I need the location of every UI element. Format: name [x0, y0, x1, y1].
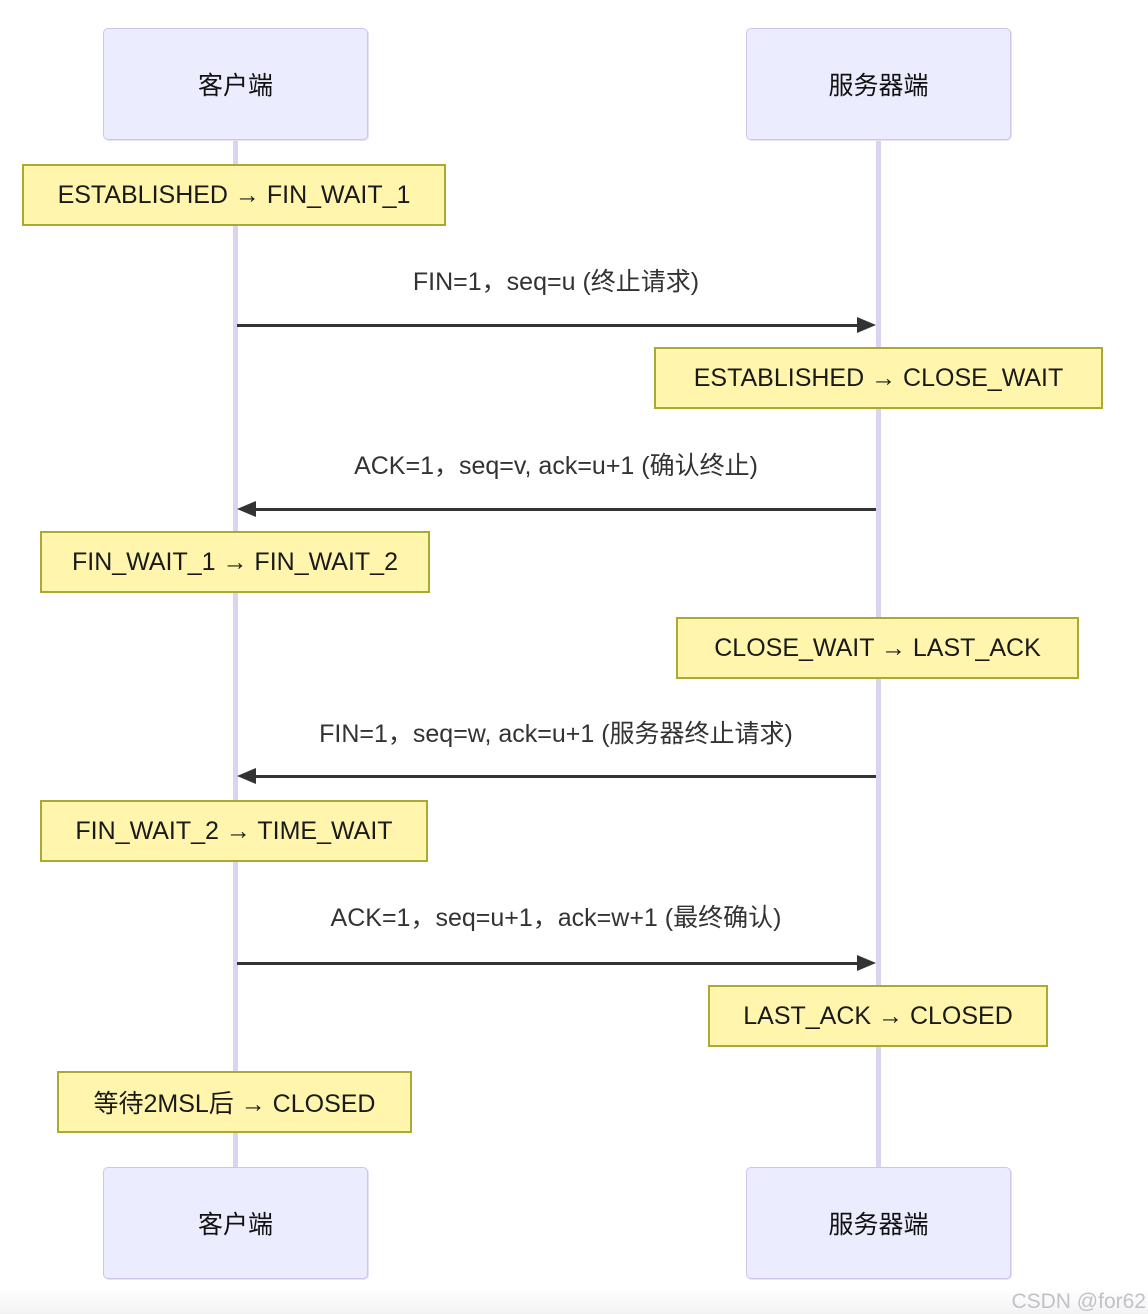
client-lifeline	[233, 140, 238, 1167]
actor-server-top-label: 服务器端	[828, 72, 929, 100]
note-text: ESTABLISHED → FIN_WAIT_1	[57, 180, 411, 209]
arrowhead-left-icon	[237, 768, 256, 784]
actor-server-bottom: 服务器端	[746, 1167, 1011, 1279]
note-fin-wait-2-to-time-wait: FIN_WAIT_2 → TIME_WAIT	[40, 800, 428, 862]
actor-server-bottom-label: 服务器端	[828, 1211, 929, 1239]
message-ack-terminate-line	[256, 508, 876, 511]
note-text: ESTABLISHED → CLOSE_WAIT	[693, 363, 1064, 392]
note-text: 等待2MSL后 → CLOSED	[93, 1090, 376, 1118]
message-server-fin-line	[256, 775, 876, 778]
note-text: LAST_ACK → CLOSED	[743, 1001, 1013, 1030]
message-fin-request-line	[237, 324, 858, 327]
actor-client-top: 客户端	[103, 28, 368, 140]
note-established-to-fin-wait-1: ESTABLISHED → FIN_WAIT_1	[22, 164, 446, 226]
message-final-ack-label: ACK=1，seq=u+1，ack=w+1 (最终确认)	[330, 904, 782, 932]
note-last-ack-to-closed: LAST_ACK → CLOSED	[708, 985, 1048, 1047]
message-fin-request-label: FIN=1，seq=u (终止请求)	[412, 268, 700, 296]
note-close-wait-to-last-ack: CLOSE_WAIT → LAST_ACK	[676, 617, 1079, 679]
arrowhead-right-icon	[857, 955, 876, 971]
note-text: CLOSE_WAIT → LAST_ACK	[714, 633, 1041, 662]
actor-client-bottom-label: 客户端	[197, 1211, 273, 1239]
message-ack-terminate-label: ACK=1，seq=v, ack=u+1 (确认终止)	[354, 452, 758, 480]
watermark-text: CSDN @for62	[1011, 1290, 1146, 1313]
message-final-ack-line	[237, 962, 858, 965]
note-text: FIN_WAIT_1 → FIN_WAIT_2	[72, 547, 398, 576]
message-server-fin-label: FIN=1，seq=w, ack=u+1 (服务器终止请求)	[319, 720, 793, 748]
actor-client-bottom: 客户端	[103, 1167, 368, 1279]
note-established-to-close-wait: ESTABLISHED → CLOSE_WAIT	[654, 347, 1103, 409]
arrowhead-right-icon	[857, 317, 876, 333]
note-fin-wait-1-to-fin-wait-2: FIN_WAIT_1 → FIN_WAIT_2	[40, 531, 430, 593]
note-text: FIN_WAIT_2 → TIME_WAIT	[75, 816, 393, 845]
note-wait-2msl-to-closed: 等待2MSL后 → CLOSED	[57, 1071, 412, 1133]
actor-server-top: 服务器端	[746, 28, 1011, 140]
arrowhead-left-icon	[237, 501, 256, 517]
actor-client-top-label: 客户端	[197, 72, 273, 100]
watermark-band	[0, 1292, 1148, 1314]
